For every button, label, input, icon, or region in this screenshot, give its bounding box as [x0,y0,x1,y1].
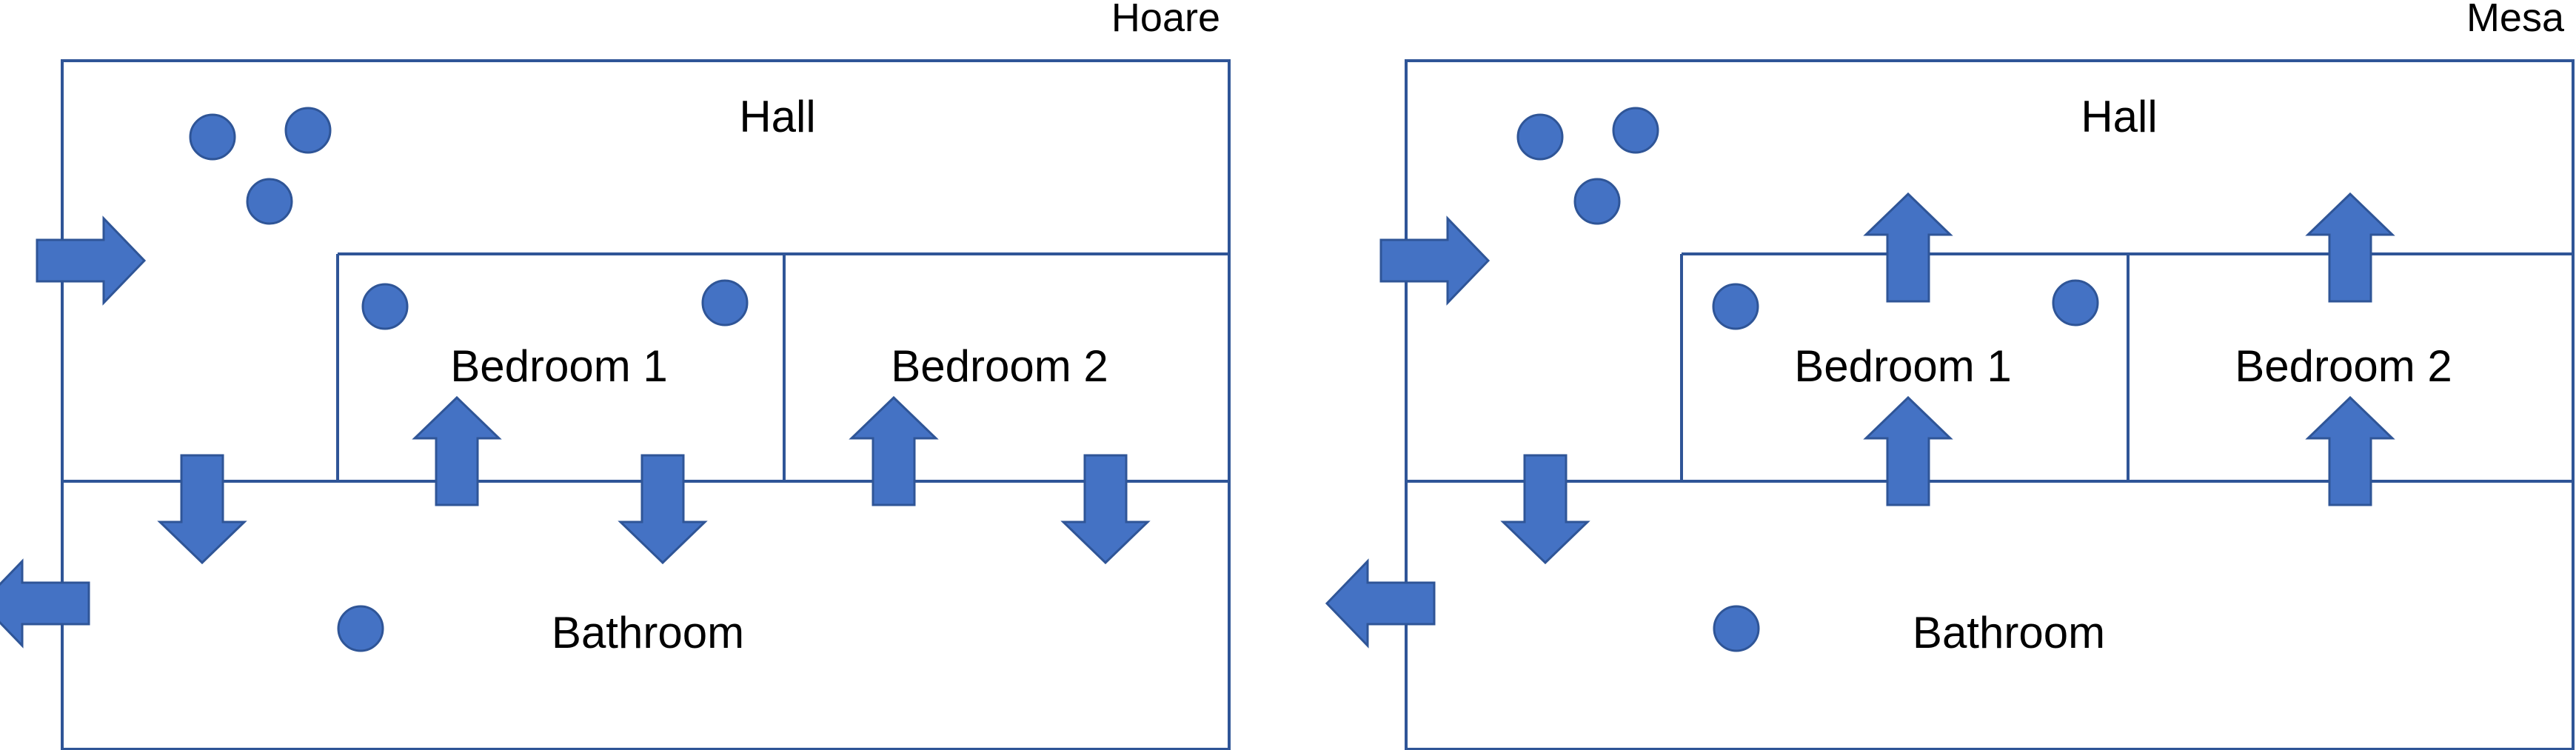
movement-arrows [0,215,1151,649]
floor-plan-panel-hoare: Hoare Hall Bedroom 1 Bedroom 2 Bathroom [0,0,1231,750]
arrow-right-icon [1379,215,1491,306]
panel-title: Mesa [2466,0,2565,40]
occupant-dot [1712,283,1759,330]
floor-plan-panel-mesa: Mesa Hall Bedroom 1 Bedroom 2 Bathroom [1325,0,2575,750]
room-label-bathroom: Bathroom [552,608,744,657]
occupant-dot [361,283,409,330]
room-label-bedroom-1: Bedroom 1 [1794,341,2012,391]
room-label-bedroom-2: Bedroom 2 [891,341,1108,391]
room-label-hall: Hall [2081,92,2157,141]
room-label-bedroom-1: Bedroom 1 [450,341,668,391]
occupant-dot [337,605,384,652]
occupant-markers [1516,107,2099,652]
movement-arrows [1325,192,2395,649]
arrow-down-icon [618,454,708,565]
arrow-left-icon [0,558,90,649]
arrow-up-icon [1863,395,1953,506]
arrow-up-icon [849,395,939,506]
walls [1405,59,2575,750]
arrow-up-icon [1863,192,1953,303]
room-label-bathroom: Bathroom [1913,608,2105,657]
occupant-dot [189,113,236,161]
arrow-down-icon [1060,454,1151,565]
arrow-down-icon [157,454,247,565]
arrow-right-icon [36,215,147,306]
arrow-up-icon [2305,395,2395,506]
occupant-markers [189,107,749,652]
arrow-up-icon [2305,192,2395,303]
arrow-left-icon [1325,558,1436,649]
outer-wall [1405,59,2575,750]
room-label-bedroom-2: Bedroom 2 [2235,341,2452,391]
occupant-dot [246,178,293,225]
occupant-dot [1612,107,1659,154]
arrow-up-icon [412,395,502,506]
arrow-down-icon [1500,454,1590,565]
room-label-hall: Hall [739,92,815,141]
occupant-dot [1573,178,1621,225]
occupant-dot [284,107,332,154]
outer-wall [61,59,1231,750]
occupant-dot [701,279,749,327]
occupant-dot [1713,605,1760,652]
occupant-dot [2052,279,2099,327]
occupant-dot [1516,113,1564,161]
panel-title: Hoare [1111,0,1220,40]
